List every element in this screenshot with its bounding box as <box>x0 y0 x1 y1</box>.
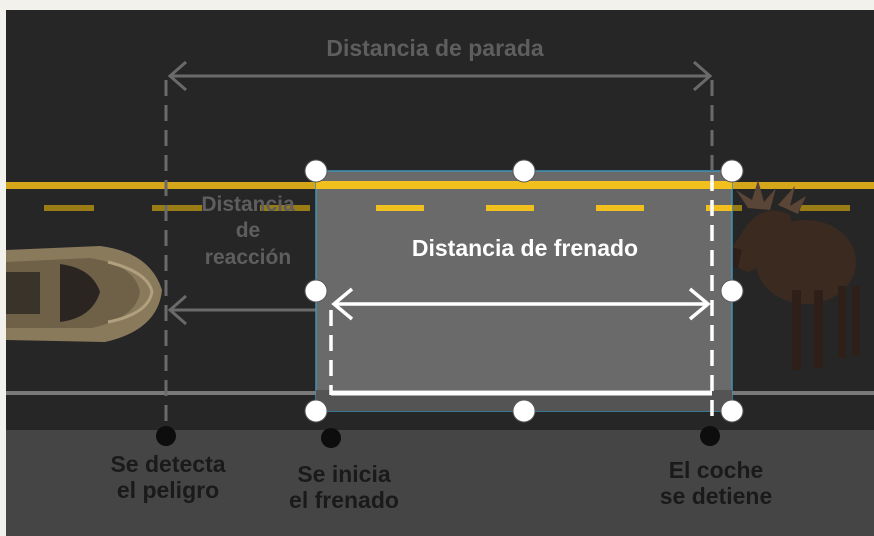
resize-handle[interactable] <box>304 399 328 423</box>
resize-handle[interactable] <box>304 159 328 183</box>
hazard-label-line: el peligro <box>116 476 220 503</box>
resize-handle[interactable] <box>512 399 536 423</box>
selection-handles[interactable] <box>304 159 744 423</box>
moose-icon <box>716 180 860 370</box>
braking-distance-box[interactable] <box>315 170 733 412</box>
stopping-distance-label: Distancia de parada <box>326 35 544 61</box>
braking-start-label-line: el frenado <box>289 486 399 513</box>
braking-start-label-line: Se inicia <box>297 461 391 487</box>
stopping-distance-arrow <box>167 60 713 92</box>
hazard-marker <box>156 426 176 446</box>
reaction-label-line: Distancia <box>201 193 295 216</box>
braking-starts-label: Se inicia el frenado <box>262 461 426 514</box>
reaction-distance-label: Distancia de reacción <box>178 192 318 271</box>
hazard-label-line: Se detecta <box>110 451 226 477</box>
car-icon <box>6 246 162 342</box>
car-stops-label: El coche se detiene <box>632 457 800 510</box>
braking-start-marker <box>321 428 341 448</box>
reaction-label-line: de <box>235 219 261 243</box>
car-stop-label-line: se detiene <box>659 482 773 509</box>
hazard-detected-label: Se detecta el peligro <box>86 451 250 504</box>
reaction-label-line: reacción <box>204 245 292 269</box>
car-stop-label-line: El coche <box>668 457 764 483</box>
braking-distance-arrow <box>331 287 711 321</box>
reaction-distance-arrow <box>167 294 316 326</box>
resize-handle[interactable] <box>720 159 744 183</box>
car-stop-marker <box>700 426 720 446</box>
braking-distance-label: Distancia de frenado <box>411 235 639 261</box>
sidewalk <box>6 430 874 536</box>
resize-handle[interactable] <box>720 279 744 303</box>
resize-handle[interactable] <box>720 399 744 423</box>
resize-handle[interactable] <box>512 159 536 183</box>
resize-handle[interactable] <box>304 279 328 303</box>
